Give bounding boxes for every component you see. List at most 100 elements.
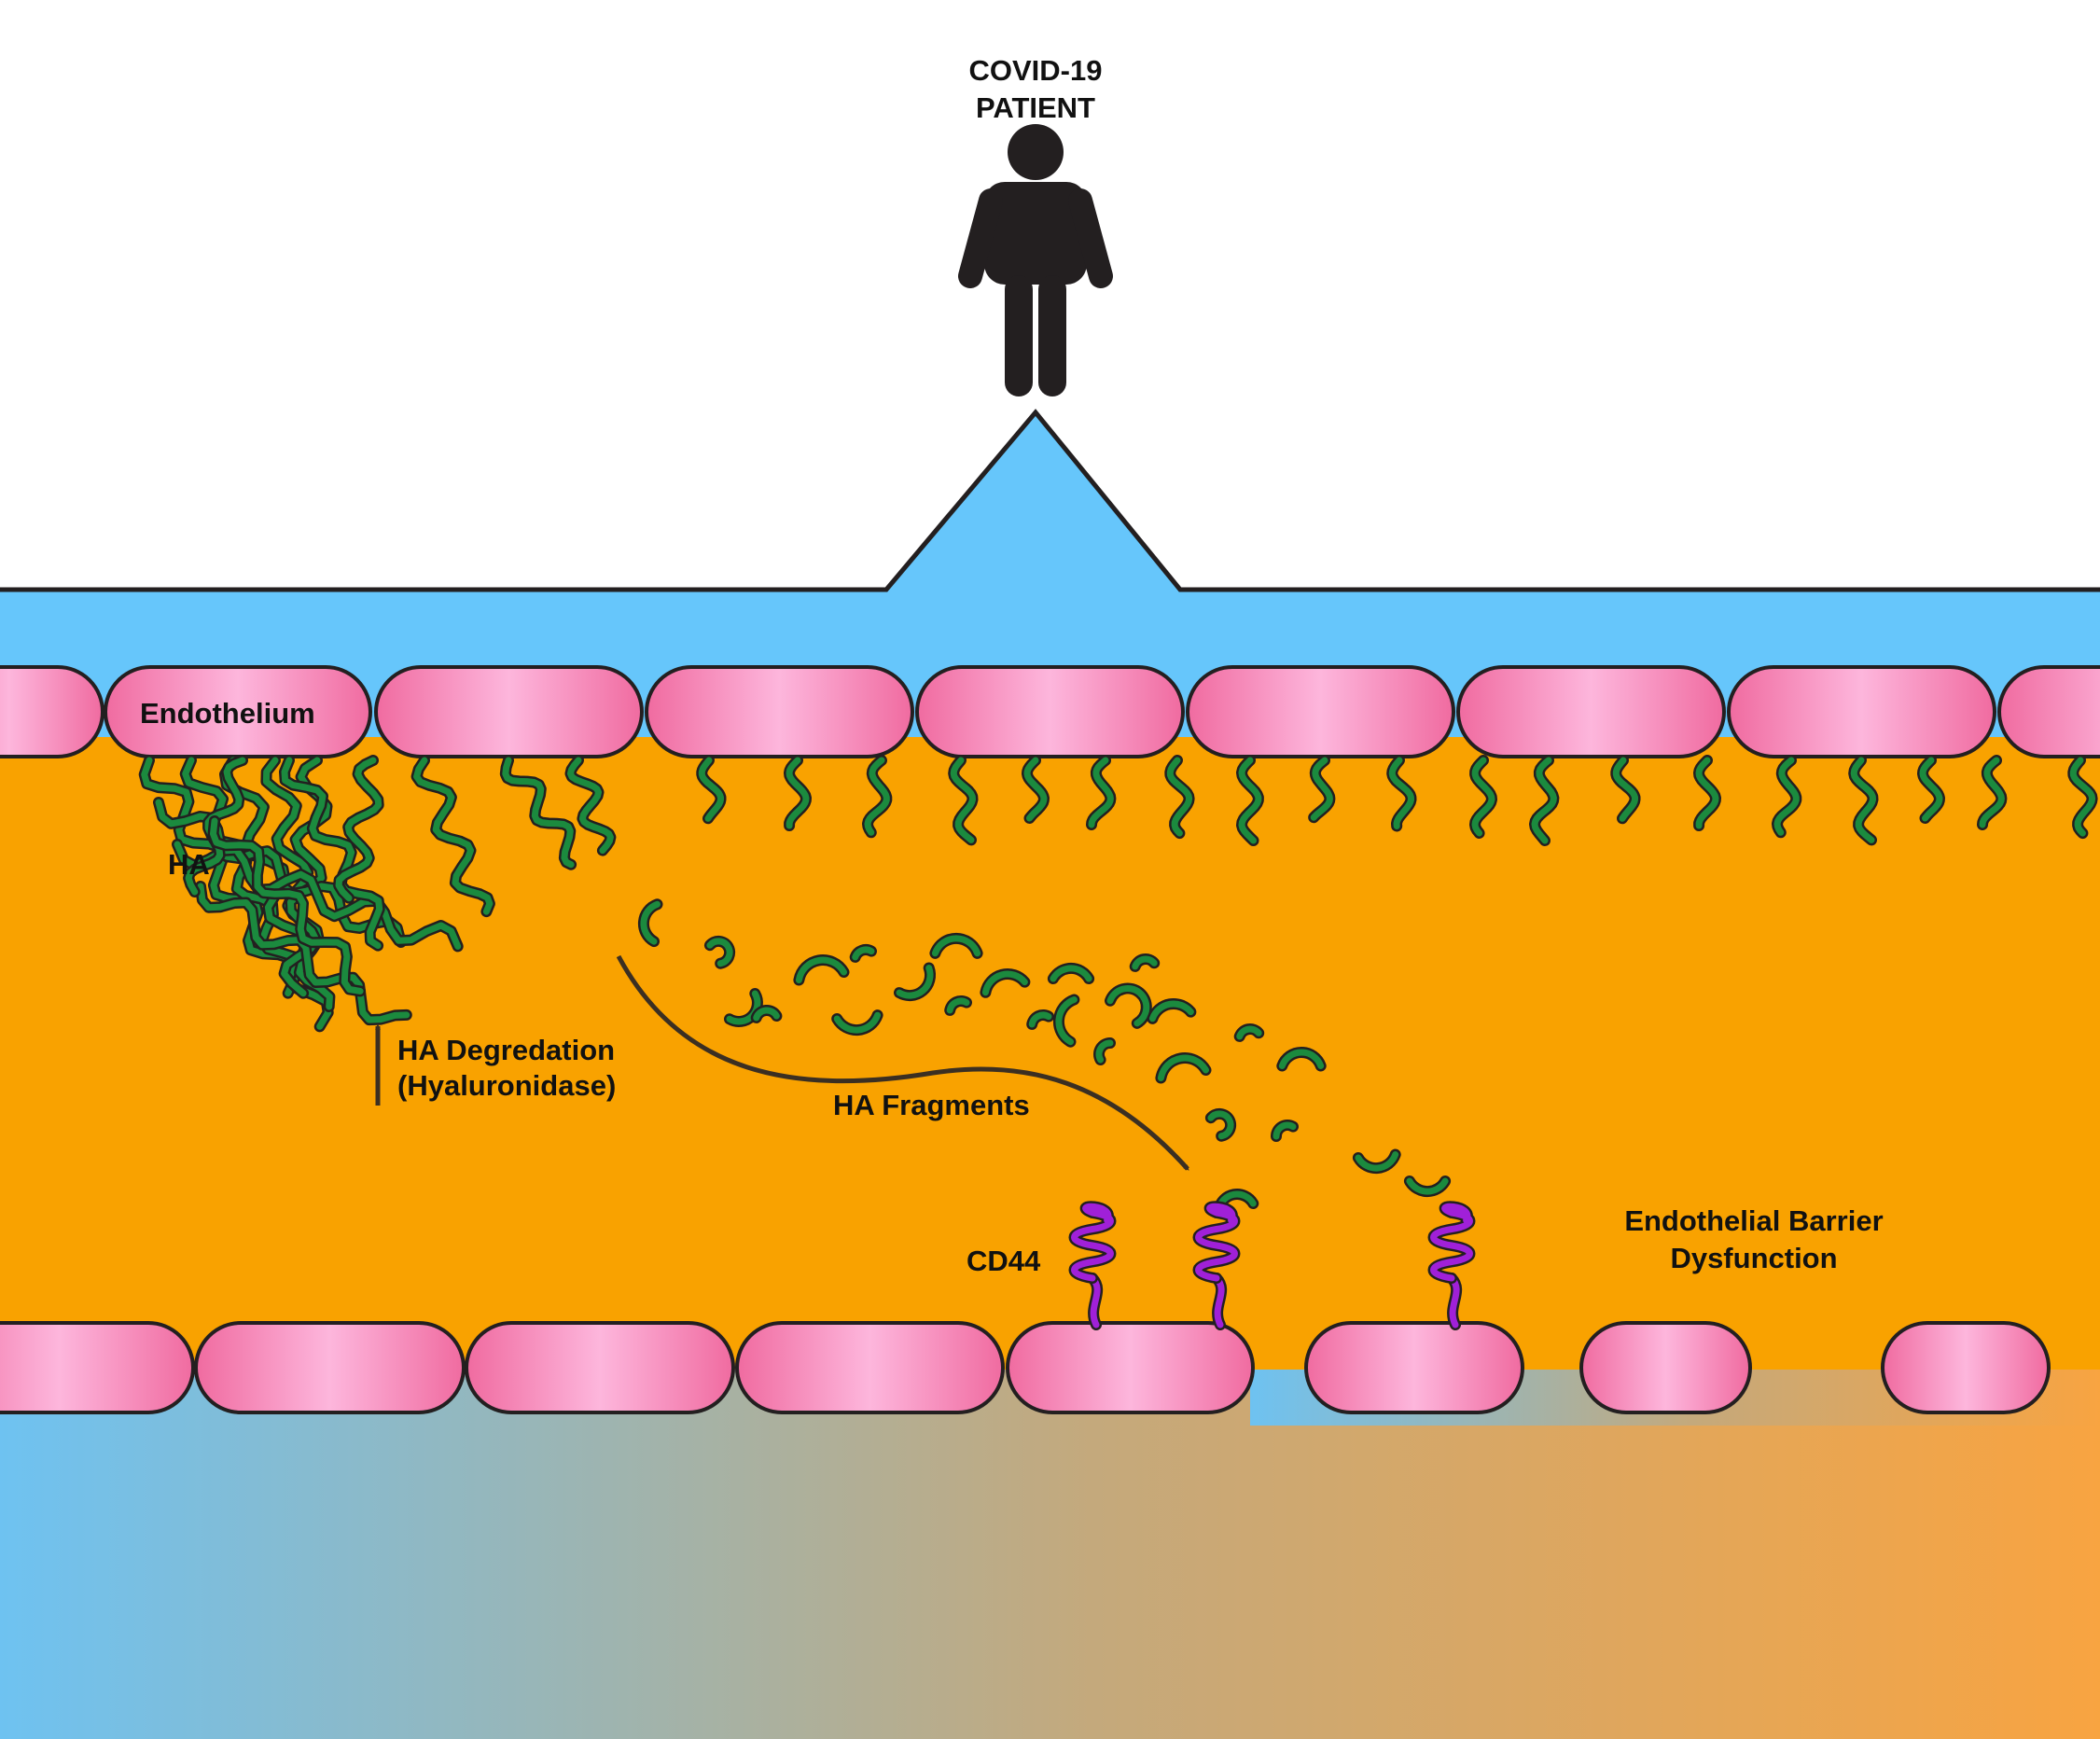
ha-label: HA <box>168 848 210 881</box>
cd44-stem <box>1089 1274 1101 1329</box>
ha-fragment-fill <box>896 965 934 999</box>
cd44-receptors <box>1068 1201 1476 1330</box>
endothelial-cell <box>0 1321 195 1414</box>
cd44-coil <box>1195 1203 1238 1282</box>
ha-fragment-fill <box>1055 996 1078 1046</box>
endothelial-cell <box>465 1321 735 1414</box>
cd44-coil <box>1071 1203 1114 1282</box>
ha-fragment-fill <box>1278 1049 1325 1069</box>
ha-fragment-fill <box>1157 1054 1209 1081</box>
ha-strand-fill <box>281 757 383 950</box>
ha-fragment-fill <box>1095 1039 1114 1064</box>
ha-fragment-fill <box>946 997 970 1014</box>
barrier-dysfunction-label-line2: Dysfunction <box>1670 1242 1838 1274</box>
endothelial-cell <box>1304 1321 1524 1414</box>
ha-fragment-fill <box>1050 965 1092 982</box>
ha-strand-fill <box>2069 757 2096 837</box>
endothelial-cell <box>0 665 104 758</box>
ha-fragments-label: HA Fragments <box>833 1089 1030 1121</box>
ha-fragment-fill <box>795 956 847 983</box>
endothelial-cell <box>374 665 644 758</box>
ha-strand-fill <box>1471 757 1495 837</box>
ha-fragment-fill <box>1355 1151 1399 1172</box>
ha-strand-fill <box>864 757 890 836</box>
patient-label-line1: COVID-19 <box>968 54 1103 87</box>
ha-strand-fill <box>1612 757 1638 822</box>
ha-strand-fill <box>1166 757 1193 837</box>
ha-strand-fill <box>1310 757 1333 821</box>
ha-strand-fill <box>1773 757 1800 836</box>
ha-strand-fill <box>1088 757 1114 828</box>
bottom-endothelial-layer <box>0 1321 2051 1414</box>
endothelial-cell <box>1186 665 1455 758</box>
ha-fragment-fill <box>706 938 733 967</box>
endothelium-label: Endothelium <box>140 697 315 730</box>
vessel-lumen <box>0 412 2100 737</box>
ha-strand-fill <box>567 757 614 855</box>
barrier-dysfunction-label-line1: Endothelial Barrier <box>1624 1204 1884 1237</box>
ha-strand-fill <box>155 799 405 946</box>
endothelial-cell <box>194 1321 466 1414</box>
endothelial-cell <box>1997 665 2100 758</box>
endothelial-cell <box>1006 1321 1255 1414</box>
ha-strand-fill <box>1919 757 1943 822</box>
ha-strand-fill <box>1695 757 1719 829</box>
ha-fragment-fill <box>833 1011 882 1034</box>
cd44-stem <box>1213 1274 1225 1329</box>
cd44-stem <box>1448 1274 1460 1329</box>
ha-strand-fill <box>1979 757 2005 828</box>
endothelial-cell <box>1881 1321 2051 1414</box>
endothelial-cell <box>1727 665 1996 758</box>
cd44-receptor <box>1192 1201 1241 1330</box>
ha-fragment-fill <box>1236 1025 1262 1040</box>
ha-strand-fill <box>197 883 410 1023</box>
ha-strand-fill <box>786 757 810 829</box>
ha-degradation-label: HA Degredation <box>397 1034 616 1066</box>
ha-strand-fill <box>210 817 364 995</box>
ha-strand-fill <box>182 757 303 997</box>
ha-fragment-fill <box>1406 1177 1449 1195</box>
hyaluronan-glycocalyx <box>138 755 2098 1033</box>
ha-strand-fill <box>698 757 724 822</box>
lower-gradient-region <box>0 1370 2100 1739</box>
ha-fragment-fill <box>1106 985 1150 1027</box>
ha-strand-fill <box>950 757 976 843</box>
ha-fragment-fill <box>1028 1011 1052 1028</box>
ha-fragment-fill <box>981 970 1028 996</box>
ha-strand-fill <box>185 757 246 896</box>
hyaluronan-fragments <box>637 898 1452 1216</box>
ha-fragment-fill <box>1273 1121 1297 1140</box>
ha-strand-fill <box>335 757 382 902</box>
ha-strand-fill <box>1238 757 1262 844</box>
patient-label-line2: PATIENT <box>975 91 1095 124</box>
endothelial-cell <box>645 665 914 758</box>
ha-strand-fill <box>1531 757 1557 844</box>
ha-fragment-fill <box>1207 1110 1234 1140</box>
cd44-label: CD44 <box>967 1245 1041 1277</box>
ha-strand-fill <box>262 757 333 1010</box>
ha-fragment-fill <box>753 1007 780 1022</box>
ha-fragment-fill <box>852 946 875 961</box>
ha-fragment-fill <box>1148 1000 1194 1023</box>
ha-strand-fill <box>413 757 494 915</box>
top-endothelial-layer <box>0 665 2100 758</box>
endothelial-cell <box>735 1321 1005 1414</box>
ha-strand-fill <box>1388 757 1414 829</box>
hyaluronidase-label: (Hyaluronidase) <box>397 1069 617 1102</box>
ha-strand-fill <box>1023 757 1048 822</box>
curved-arrow-icon <box>616 954 1189 1171</box>
cd44-receptor <box>1068 1201 1117 1330</box>
cd44-coil <box>1430 1203 1473 1282</box>
ha-strand-fill <box>1850 757 1876 843</box>
endothelial-cell <box>1456 665 1726 758</box>
ha-fragment-fill <box>1132 955 1158 970</box>
endothelial-cell <box>1579 1321 1752 1414</box>
cd44-receptor <box>1427 1201 1476 1330</box>
ha-fragment-fill <box>931 935 981 957</box>
vessel-wall-line <box>0 409 2100 592</box>
ha-fragment-fill <box>640 900 661 945</box>
person-icon <box>958 124 1113 396</box>
ha-strand-fill <box>502 757 575 869</box>
